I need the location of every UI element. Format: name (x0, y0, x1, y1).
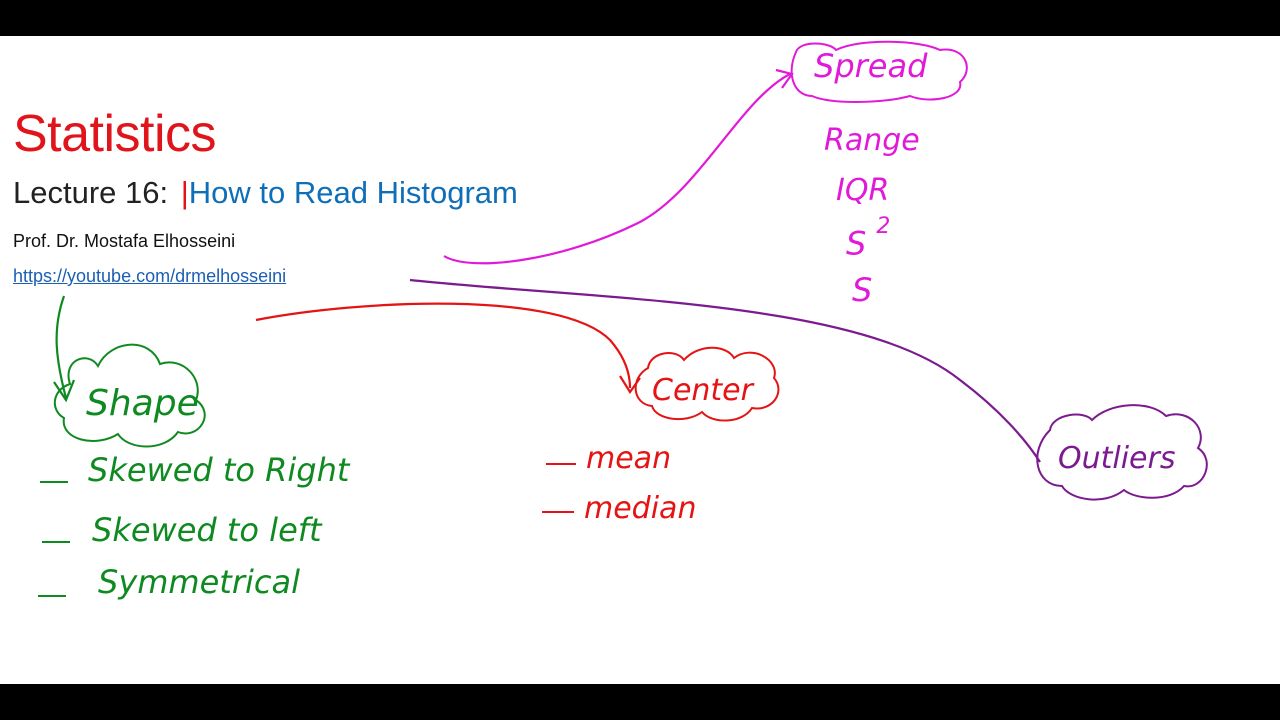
youtube-link[interactable]: https://youtube.com/drmelhosseini (13, 266, 287, 286)
spread-arrow (443, 73, 791, 265)
spread-cloud (790, 40, 968, 103)
spread-arrow-head (775, 68, 794, 89)
shape-item-skewed-right: Skewed to Right (88, 451, 350, 489)
shape-cloud (54, 343, 206, 448)
ink-annotations (38, 40, 1208, 597)
lecture-separator: | (180, 175, 189, 210)
outliers-cloud (1036, 404, 1208, 501)
variance-symbol: S (846, 224, 867, 263)
spread-label: Spread (814, 47, 928, 85)
spread-item-std: S (852, 271, 873, 309)
slide-title: Statistics (13, 105, 217, 163)
outliers-arrow (409, 278, 1041, 463)
slide: Statistics Lecture 16: |How to Read Hist… (0, 36, 1280, 684)
shape-arrow (55, 295, 68, 399)
center-label: Center (652, 373, 753, 408)
outliers-label: Outliers (1058, 441, 1176, 476)
variance-exponent: 2 (876, 214, 891, 239)
author-name: Prof. Dr. Mostafa Elhosseini (13, 231, 236, 251)
spread-item-range: Range (824, 123, 920, 158)
spread-item-iqr: IQR (836, 173, 890, 208)
lecture-heading: Lecture 16: |How to Read Histogram (13, 174, 518, 211)
center-item-mean: mean (586, 441, 672, 476)
shape-item-symmetrical: Symmetrical (98, 563, 300, 601)
center-arrow (255, 302, 632, 389)
shape-label: Shape (86, 383, 199, 424)
center-cloud (634, 346, 780, 422)
shape-arrow-head (53, 379, 76, 403)
lecture-number: Lecture 16: (13, 175, 169, 210)
shape-item-skewed-left: Skewed to left (92, 511, 322, 549)
center-item-median: median (584, 491, 697, 526)
lecture-topic: How to Read Histogram (188, 175, 518, 210)
